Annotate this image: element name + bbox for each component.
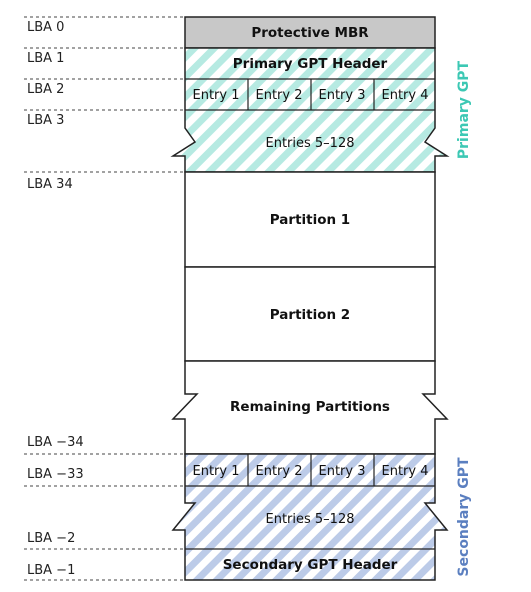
lba-label-1: LBA 1 [27,51,64,66]
lba-label-0: LBA 0 [27,20,64,35]
lba-labels: LBA 0 LBA 1 LBA 2 LBA 3 LBA 34 LBA −34 L… [27,20,84,578]
partition-2-label: Partition 2 [270,307,350,323]
protective-mbr-label: Protective MBR [251,25,369,41]
primary-gpt-side-label: Primary GPT [456,60,472,159]
partition-2-block [184,266,436,362]
protective-mbr-block [184,16,436,49]
lba-label-minus-2: LBA −2 [27,531,75,546]
lba-label-minus-34: LBA −34 [27,435,84,450]
primary-entries-rest-label: Entries 5–128 [266,136,355,151]
secondary-gpt-header-label: Secondary GPT Header [223,557,398,573]
primary-entry-3: Entry 3 [319,88,366,103]
secondary-entry-dividers [247,454,375,486]
lba-label-2: LBA 2 [27,82,64,97]
primary-entry-1: Entry 1 [193,88,240,103]
secondary-entry-3: Entry 3 [319,464,366,479]
secondary-gpt-side-label: Secondary GPT [456,457,472,577]
lba-label-34: LBA 34 [27,177,73,192]
primary-entry-2: Entry 2 [256,88,303,103]
secondary-entries-rest-label: Entries 5–128 [266,512,355,527]
partition-1-label: Partition 1 [270,212,350,228]
lba-guide-lines [24,16,185,581]
remaining-partitions-label: Remaining Partitions [230,399,390,415]
primary-entry-4: Entry 4 [382,88,429,103]
lba-label-minus-1: LBA −1 [27,563,75,578]
primary-entry-dividers [247,79,375,110]
secondary-entry-1: Entry 1 [193,464,240,479]
secondary-entry-2: Entry 2 [256,464,303,479]
partition-1-block [184,171,436,268]
lba-label-3: LBA 3 [27,113,64,128]
secondary-entry-4: Entry 4 [382,464,429,479]
lba-label-minus-33: LBA −33 [27,467,84,482]
primary-gpt-header-label: Primary GPT Header [233,56,388,72]
